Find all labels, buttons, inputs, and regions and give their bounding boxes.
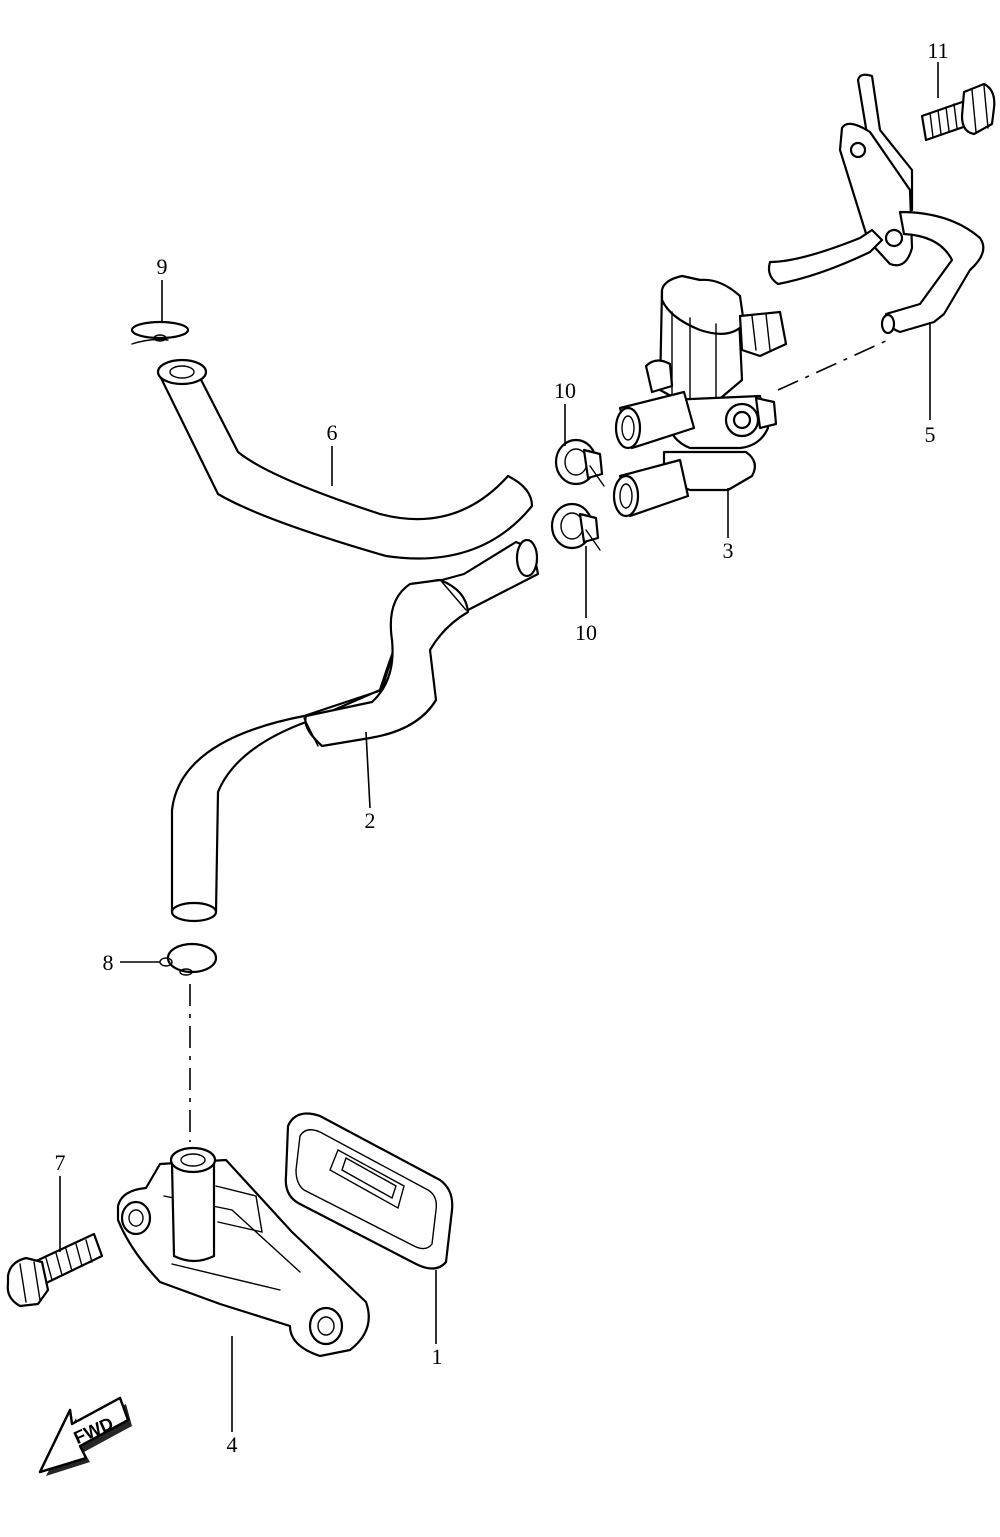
part-3-valve	[612, 274, 788, 518]
part-6-hose	[156, 358, 534, 560]
part-1-gasket	[284, 1112, 454, 1270]
leader-2	[365, 731, 371, 809]
part-4-manifold	[116, 1146, 370, 1358]
part-11-bolt	[920, 82, 996, 142]
part-9-clip	[130, 320, 190, 345]
part-2-hose	[170, 538, 540, 923]
part-7-bolt	[6, 1232, 104, 1308]
callout-7: 7	[55, 1150, 66, 1175]
callout-10-lower: 10	[575, 620, 597, 645]
callout-6: 6	[327, 420, 338, 445]
part-10-clamp-upper	[554, 438, 605, 487]
centerline-valve-to-pipe	[777, 339, 889, 391]
callout-5: 5	[925, 422, 936, 447]
fwd-badge: FWD	[38, 1396, 132, 1476]
part-5-pipe	[767, 73, 985, 335]
callout-11: 11	[927, 38, 948, 63]
callout-8: 8	[103, 950, 114, 975]
callout-4: 4	[227, 1432, 238, 1457]
callout-10-upper: 10	[554, 378, 576, 403]
callout-9: 9	[157, 254, 168, 279]
callout-1: 1	[432, 1344, 443, 1369]
callout-2: 2	[365, 808, 376, 833]
callout-3: 3	[723, 538, 734, 563]
part-10-clamp-lower	[550, 502, 601, 551]
part-8-clip	[159, 942, 218, 976]
